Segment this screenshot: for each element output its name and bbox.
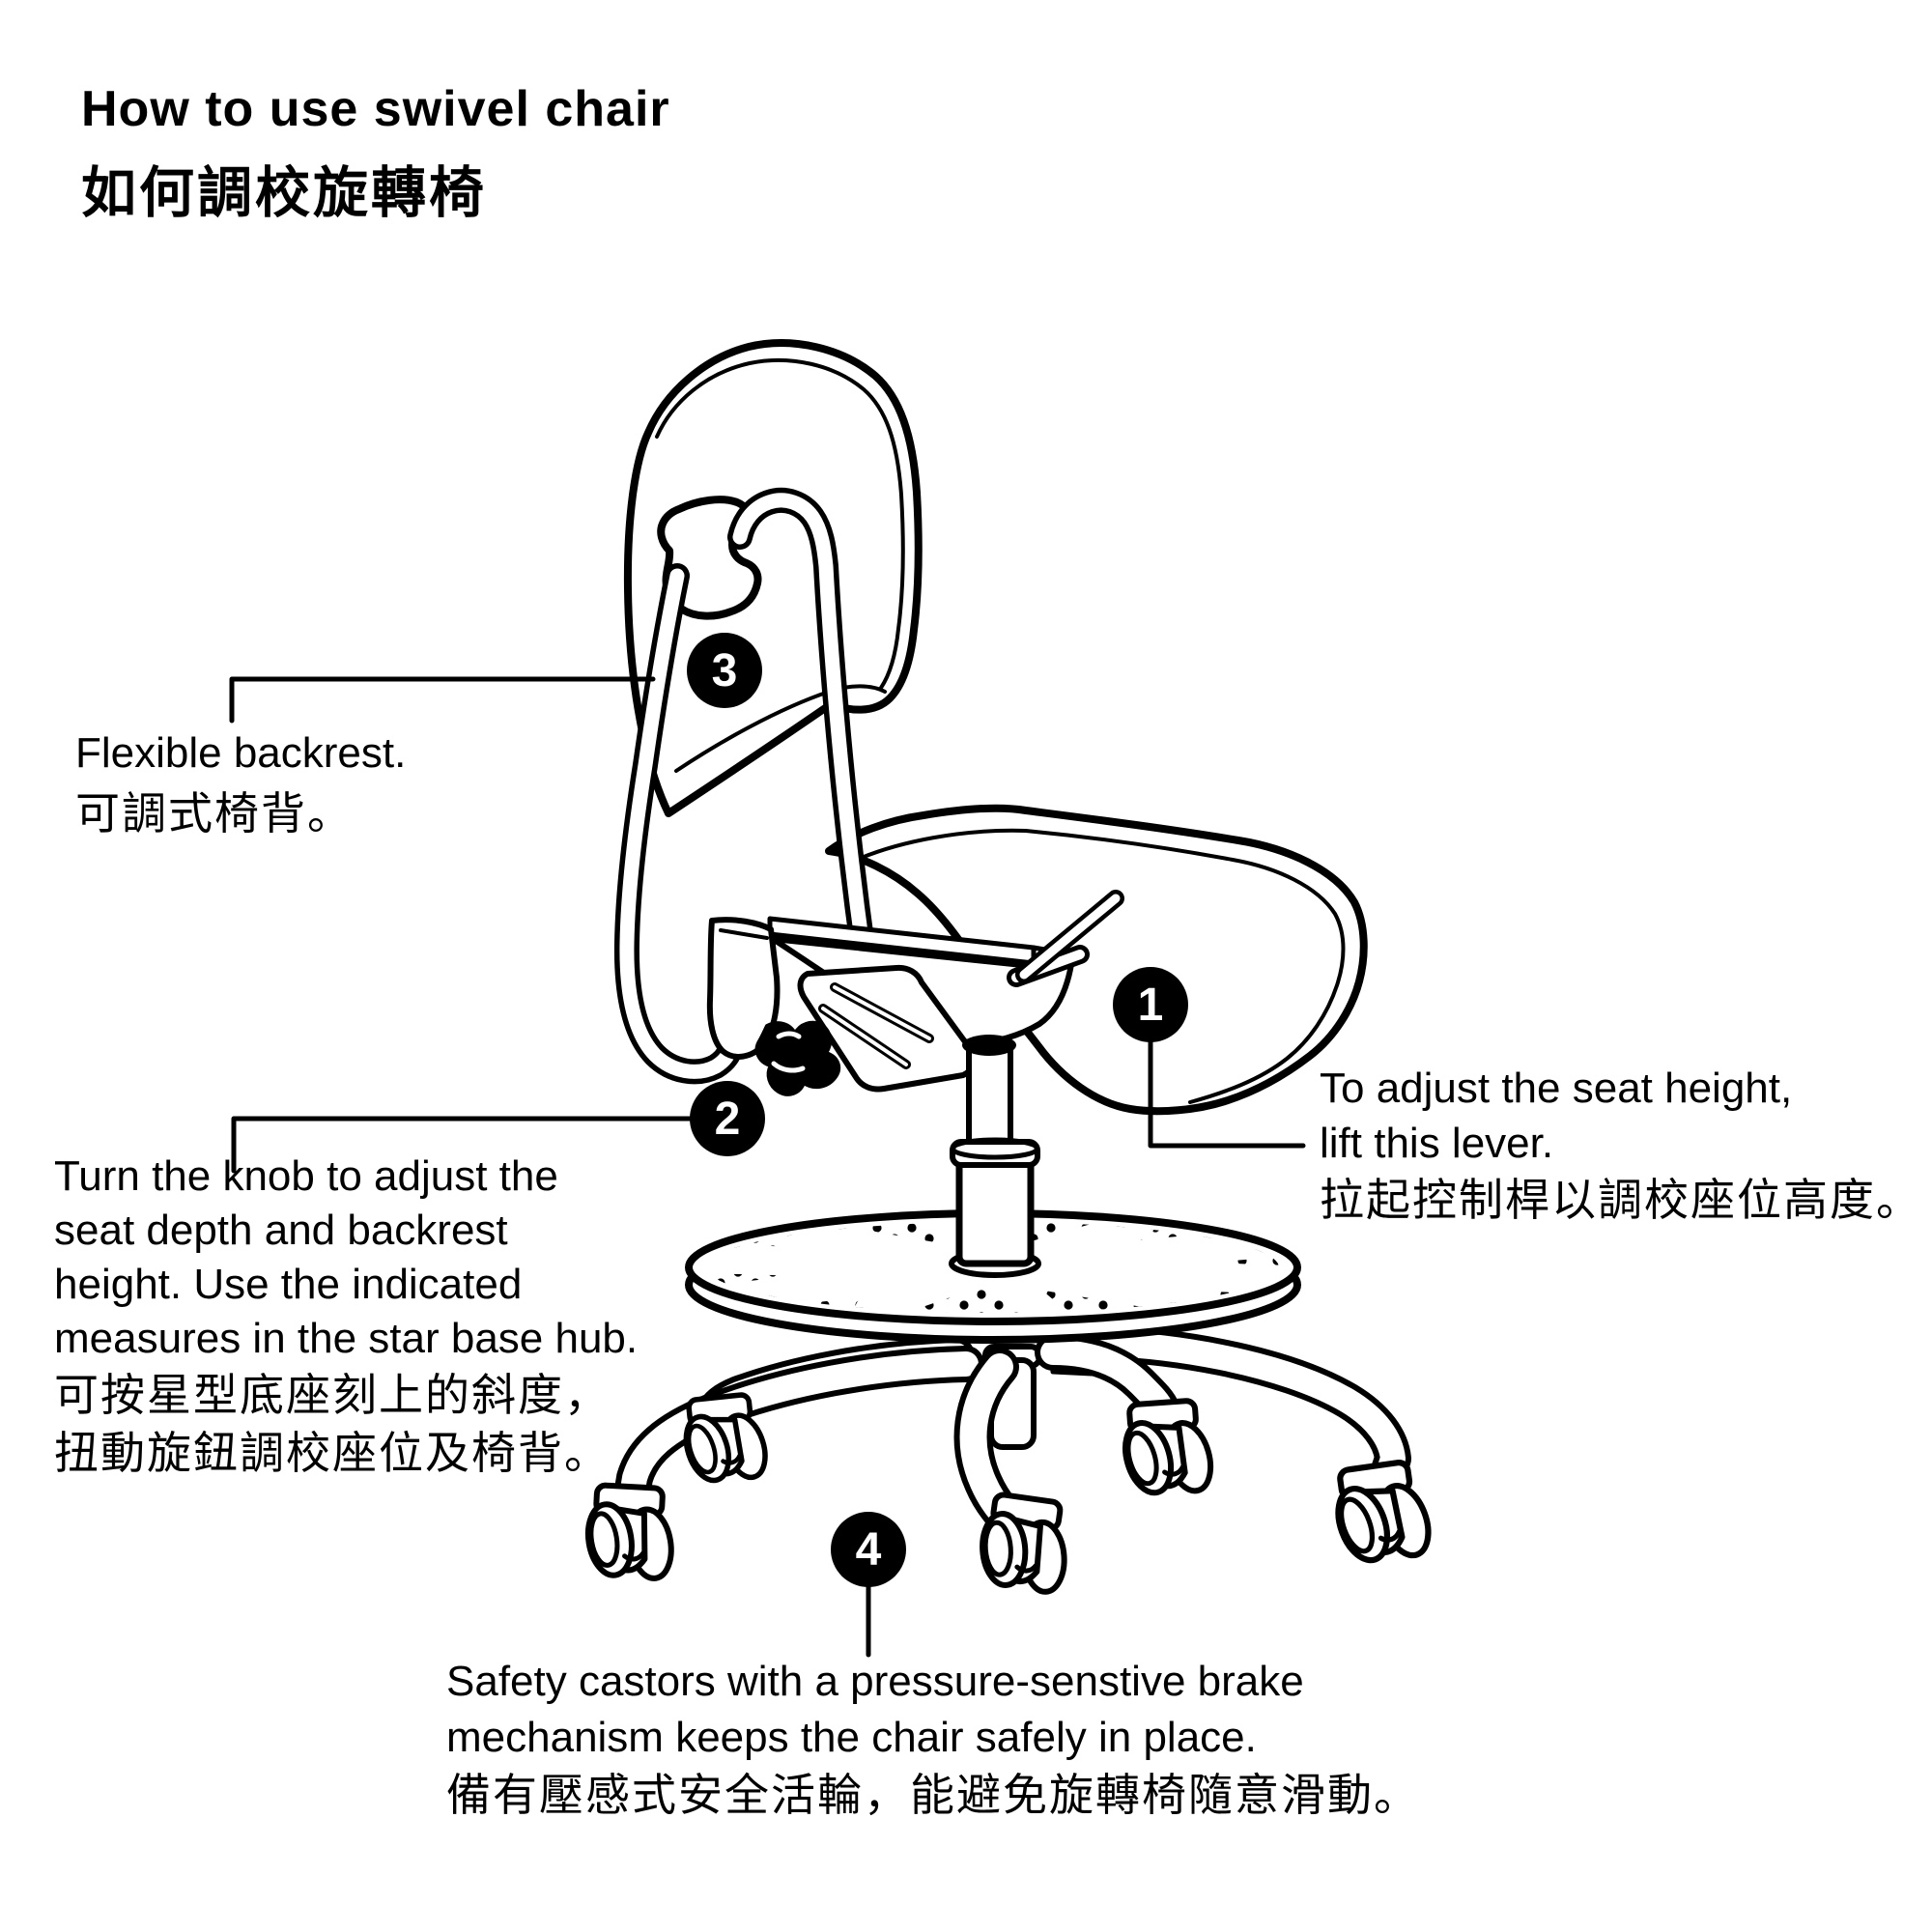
castor-front-right <box>1326 1459 1438 1570</box>
leader-line-knob <box>231 1116 693 1174</box>
callout-knob-line: height. Use the indicated <box>54 1261 523 1308</box>
backrest-frame-tube <box>613 487 876 1085</box>
star-base-legs <box>613 1323 1411 1550</box>
callout-seat-height-line: lift this lever. <box>1320 1120 1554 1167</box>
castor-back-right <box>1116 1399 1218 1499</box>
callout-knob: Turn the knob to adjust the seat depth a… <box>54 1150 638 1482</box>
seat-mechanism <box>706 890 1124 1152</box>
gas-cylinder <box>950 1137 1040 1267</box>
page-title-english: How to use swivel chair <box>81 80 670 137</box>
badge-2: 2 <box>690 1081 765 1156</box>
gas-cylinder-rod <box>966 1045 1013 1152</box>
callout-knob-line: 扭動旋鈕調校座位及椅背。 <box>54 1428 611 1478</box>
height-adjust-lever <box>1015 890 1124 983</box>
badge-4: 4 <box>831 1512 906 1587</box>
slatted-plate <box>797 964 978 1093</box>
callout-backrest-line: 可調式椅背。 <box>75 788 354 838</box>
callout-knob-line: 可按星型底座刻上的斜度， <box>54 1370 611 1420</box>
callout-castors-line: mechanism keeps the chair safely in plac… <box>446 1714 1257 1761</box>
page-title-chinese: 如何調校旋轉椅 <box>81 162 487 225</box>
callout-castors-line: 備有壓感式安全活輪，能避免旋轉椅隨意滑動。 <box>446 1770 1420 1820</box>
leader-line-backrest <box>229 676 656 724</box>
callout-castors: Safety castors with a pressure-senstive … <box>446 1654 1420 1824</box>
footrest-disc <box>685 1209 1301 1344</box>
badge-3: 3 <box>687 633 762 708</box>
leader-line-seat-height <box>1148 1039 1306 1149</box>
callout-knob-line: Turn the knob to adjust the <box>54 1152 558 1200</box>
callout-seat-height: To adjust the seat height, lift this lev… <box>1320 1061 1922 1229</box>
callout-castors-line: Safety castors with a pressure-senstive … <box>446 1658 1304 1705</box>
callout-knob-line: measures in the star base hub. <box>54 1315 639 1362</box>
callout-seat-height-line: To adjust the seat height, <box>1320 1065 1793 1112</box>
callout-backrest: Flexible backrest. 可調式椅背。 <box>75 723 406 842</box>
seat-depth-knob <box>754 1020 841 1096</box>
badge-1: 1 <box>1113 967 1188 1042</box>
castor-front-left <box>580 1485 680 1584</box>
callout-seat-height-line: 拉起控制桿以調校座位高度。 <box>1320 1175 1922 1225</box>
callout-backrest-line: Flexible backrest. <box>75 729 407 777</box>
callout-knob-line: seat depth and backrest <box>54 1207 508 1254</box>
